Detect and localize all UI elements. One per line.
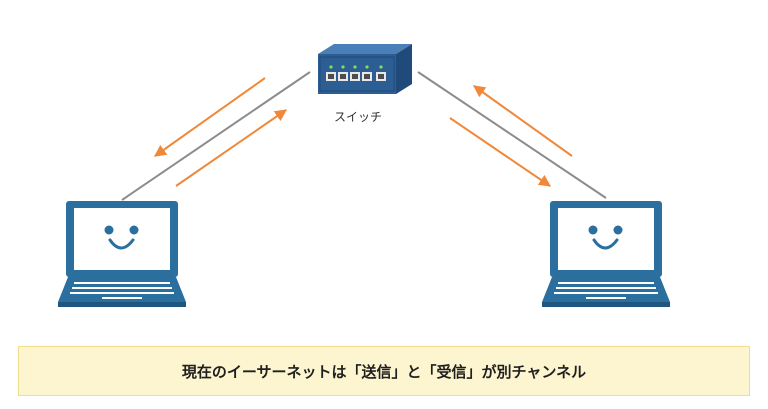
- arrow-right-receive: [449, 117, 551, 187]
- caption-text: 現在のイーサーネットは「送信」と「受信」が別チャンネル: [181, 362, 587, 381]
- cable-right: [417, 71, 607, 199]
- cable-left: [121, 71, 311, 201]
- arrow-right-send: [473, 85, 573, 157]
- caption-box: 現在のイーサーネットは「送信」と「受信」が別チャンネル: [18, 346, 750, 396]
- laptop-left-icon: [58, 201, 186, 307]
- laptop-right-icon: [542, 201, 670, 307]
- switch-label: スイッチ: [333, 110, 382, 124]
- switch-icon: [318, 44, 412, 94]
- arrow-left-receive: [175, 109, 287, 187]
- arrow-left-send: [154, 77, 266, 157]
